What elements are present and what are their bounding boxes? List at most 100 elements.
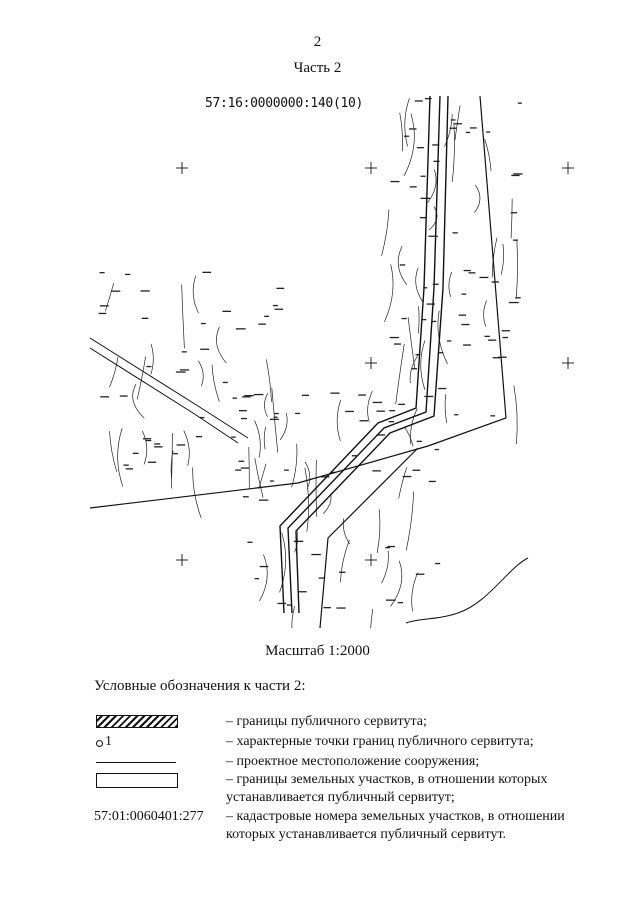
spot-mark	[389, 410, 396, 412]
contour-line	[109, 431, 118, 472]
contour-line	[411, 572, 419, 612]
spot-mark	[311, 553, 321, 556]
contour-line	[291, 606, 299, 654]
spot-mark	[402, 475, 412, 478]
spot-mark	[433, 160, 440, 162]
spot-mark	[132, 452, 139, 454]
spot-mark	[143, 438, 151, 440]
contour-line	[454, 105, 461, 141]
spot-mark	[351, 455, 357, 457]
spot-mark	[388, 421, 395, 423]
spot-mark	[415, 354, 421, 356]
spot-mark	[298, 591, 307, 593]
spot-mark	[372, 470, 381, 472]
spot-mark	[468, 272, 476, 274]
spot-mark	[222, 381, 228, 384]
spot-mark	[401, 317, 407, 320]
contour-line	[117, 428, 124, 487]
spot-mark	[416, 147, 424, 149]
contour-line	[198, 360, 204, 387]
spot-mark	[452, 232, 458, 234]
spot-mark	[497, 356, 507, 358]
part-title: Часть 2	[293, 60, 342, 76]
spot-mark	[515, 297, 521, 299]
contour-line	[171, 433, 173, 489]
contour-line	[484, 138, 492, 172]
spot-mark	[242, 496, 249, 498]
spot-mark	[397, 602, 404, 604]
spot-mark	[463, 269, 471, 272]
spot-mark	[125, 468, 133, 470]
spot-mark	[432, 144, 440, 146]
contour-line	[192, 275, 199, 314]
spot-mark	[434, 448, 439, 451]
spot-mark	[180, 369, 190, 371]
contour-line	[291, 443, 298, 488]
spot-mark	[387, 545, 395, 548]
spot-mark	[270, 418, 279, 420]
spot-mark	[277, 602, 287, 605]
survey-map[interactable]	[88, 88, 588, 657]
spot-mark	[274, 308, 284, 310]
spot-mark	[100, 396, 110, 398]
legend-title: Условные обозначения к части 2:	[94, 678, 306, 694]
spot-mark	[479, 276, 489, 279]
spot-mark	[284, 469, 289, 471]
spot-mark	[454, 414, 459, 416]
spot-mark	[409, 186, 417, 188]
spot-mark	[202, 271, 212, 273]
spot-mark	[390, 180, 400, 183]
contour-line	[398, 467, 408, 499]
spot-mark	[512, 239, 518, 241]
contour-line	[444, 114, 453, 147]
spot-mark	[200, 322, 206, 325]
spot-mark	[385, 547, 391, 549]
contour-line	[515, 239, 518, 299]
spot-mark	[486, 131, 491, 133]
contour-line	[390, 560, 403, 607]
spot-mark	[428, 480, 436, 483]
spot-mark	[119, 395, 128, 397]
spot-mark	[415, 573, 425, 575]
contour-line	[136, 356, 146, 400]
spot-mark	[424, 395, 434, 398]
spot-mark	[98, 312, 107, 315]
spot-mark	[414, 100, 423, 102]
grid-crosses	[176, 162, 574, 566]
spot-mark	[274, 412, 279, 415]
hatched-band-symbol	[96, 715, 178, 728]
spot-mark	[259, 565, 269, 568]
contour-line	[181, 284, 185, 349]
spot-mark	[434, 562, 441, 565]
contour-line	[336, 399, 341, 442]
spot-mark	[318, 577, 326, 579]
spot-mark	[238, 460, 245, 462]
contour-line	[405, 491, 415, 551]
spot-mark	[398, 403, 405, 405]
legend-text: – кадастровые номера земельных участков,…	[226, 809, 565, 842]
contour-line	[404, 98, 410, 147]
contour-line	[415, 267, 424, 303]
spot-mark	[420, 217, 426, 219]
page-number: 2	[313, 34, 322, 50]
spot-mark	[146, 365, 152, 368]
contour-line	[109, 357, 119, 388]
survey-map-canvas	[89, 95, 574, 657]
contour-line	[150, 343, 154, 375]
line-symbol	[96, 762, 176, 763]
spot-mark	[376, 434, 385, 436]
spot-mark	[513, 173, 523, 175]
spot-mark	[330, 392, 340, 394]
spot-mark	[424, 98, 432, 100]
elevation-spot-marks	[98, 98, 523, 609]
spot-mark	[510, 212, 518, 214]
spot-mark	[511, 174, 520, 177]
contour-line	[141, 430, 148, 465]
spot-mark	[465, 131, 471, 134]
cadastral-number-sample: 57:01:0060401:277	[94, 809, 204, 824]
point-symbol: 1	[96, 733, 112, 751]
spot-mark	[416, 440, 422, 442]
spot-mark	[235, 328, 246, 330]
spot-mark	[276, 287, 285, 289]
spot-mark	[394, 343, 401, 345]
